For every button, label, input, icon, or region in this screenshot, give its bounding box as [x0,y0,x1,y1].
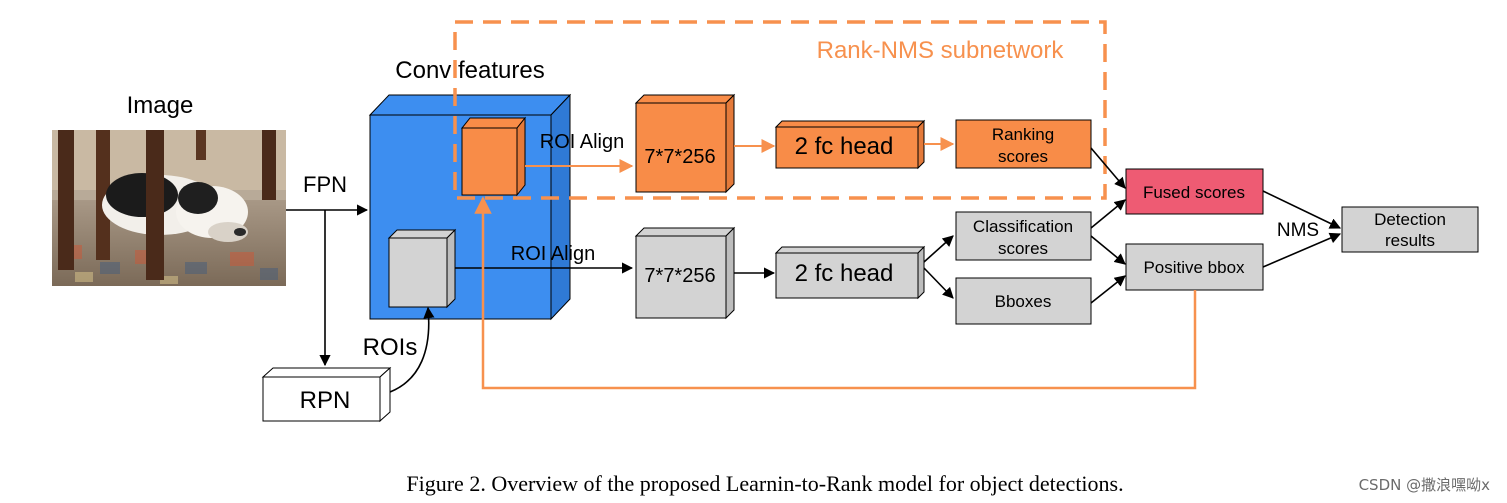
roi-align-top-label: ROI Align [540,131,624,153]
rank-nms-subnetwork-title: Rank-NMS subnetwork [817,37,1065,64]
watermark: CSDN @撒浪嘿呦x [1359,476,1491,494]
positive-bbox-feedback-arrow [474,196,1197,390]
roi-align-bottom-label: ROI Align [511,243,595,265]
ranking-scores-label-1: Ranking [992,125,1054,144]
bboxes-label: Bboxes [995,292,1052,311]
figure-caption: Figure 2. Overview of the proposed Learn… [406,471,1123,496]
bboxes-box [955,277,1092,325]
detection-results-box [1341,206,1479,253]
roi-feature-orange [460,116,527,197]
class-to-positive-arrow [1090,235,1126,265]
rpn-block [261,366,392,423]
fc-head-top-label: 2 fc head [795,133,894,160]
fused-to-detection-arrow [1262,190,1342,229]
detection-results-label-2: results [1385,231,1435,250]
fc-to-class-arrow [923,235,954,263]
dog-photo [52,130,286,286]
ranking-scores-box [955,119,1092,169]
rank-nms-subnetwork-frame [453,20,1107,200]
feat-bottom-label: 7*7*256 [644,265,715,287]
nms-label: NMS [1277,220,1319,241]
fc-head-bottom-label: 2 fc head [795,260,894,287]
class-to-fused-arrow [1090,199,1126,229]
roi-feature-gray [387,228,457,309]
feat-top-block [634,93,736,194]
classification-scores-label-2: scores [998,239,1048,258]
classification-scores-label-1: Classification [973,217,1073,236]
feat-bottom-block [634,226,736,320]
detection-results-label-1: Detection [1374,210,1446,229]
fused-scores-label: Fused scores [1143,183,1245,202]
positive-bbox-box [1125,243,1264,291]
positive-to-detection-arrow [1262,232,1342,268]
conv-features-title: Conv features [395,57,544,84]
positive-bbox-label: Positive bbox [1143,258,1245,277]
rpn-label: RPN [300,387,351,414]
fpn-label: FPN [303,172,347,197]
image-title: Image [127,92,194,119]
feat-top-label: 7*7*256 [644,146,715,168]
rois-arrow [389,306,435,393]
bboxes-to-positive-arrow [1090,275,1126,304]
classification-scores-box [955,211,1092,261]
ranking-scores-label-2: scores [998,147,1048,166]
fc-head-bottom-block [774,245,926,300]
fc-to-bboxes-arrow [923,267,954,299]
fused-scores-box [1125,168,1264,215]
rois-label: ROIs [363,334,418,361]
fc-head-top-block [774,119,926,170]
ranking-to-fused-arrow [1090,147,1126,189]
